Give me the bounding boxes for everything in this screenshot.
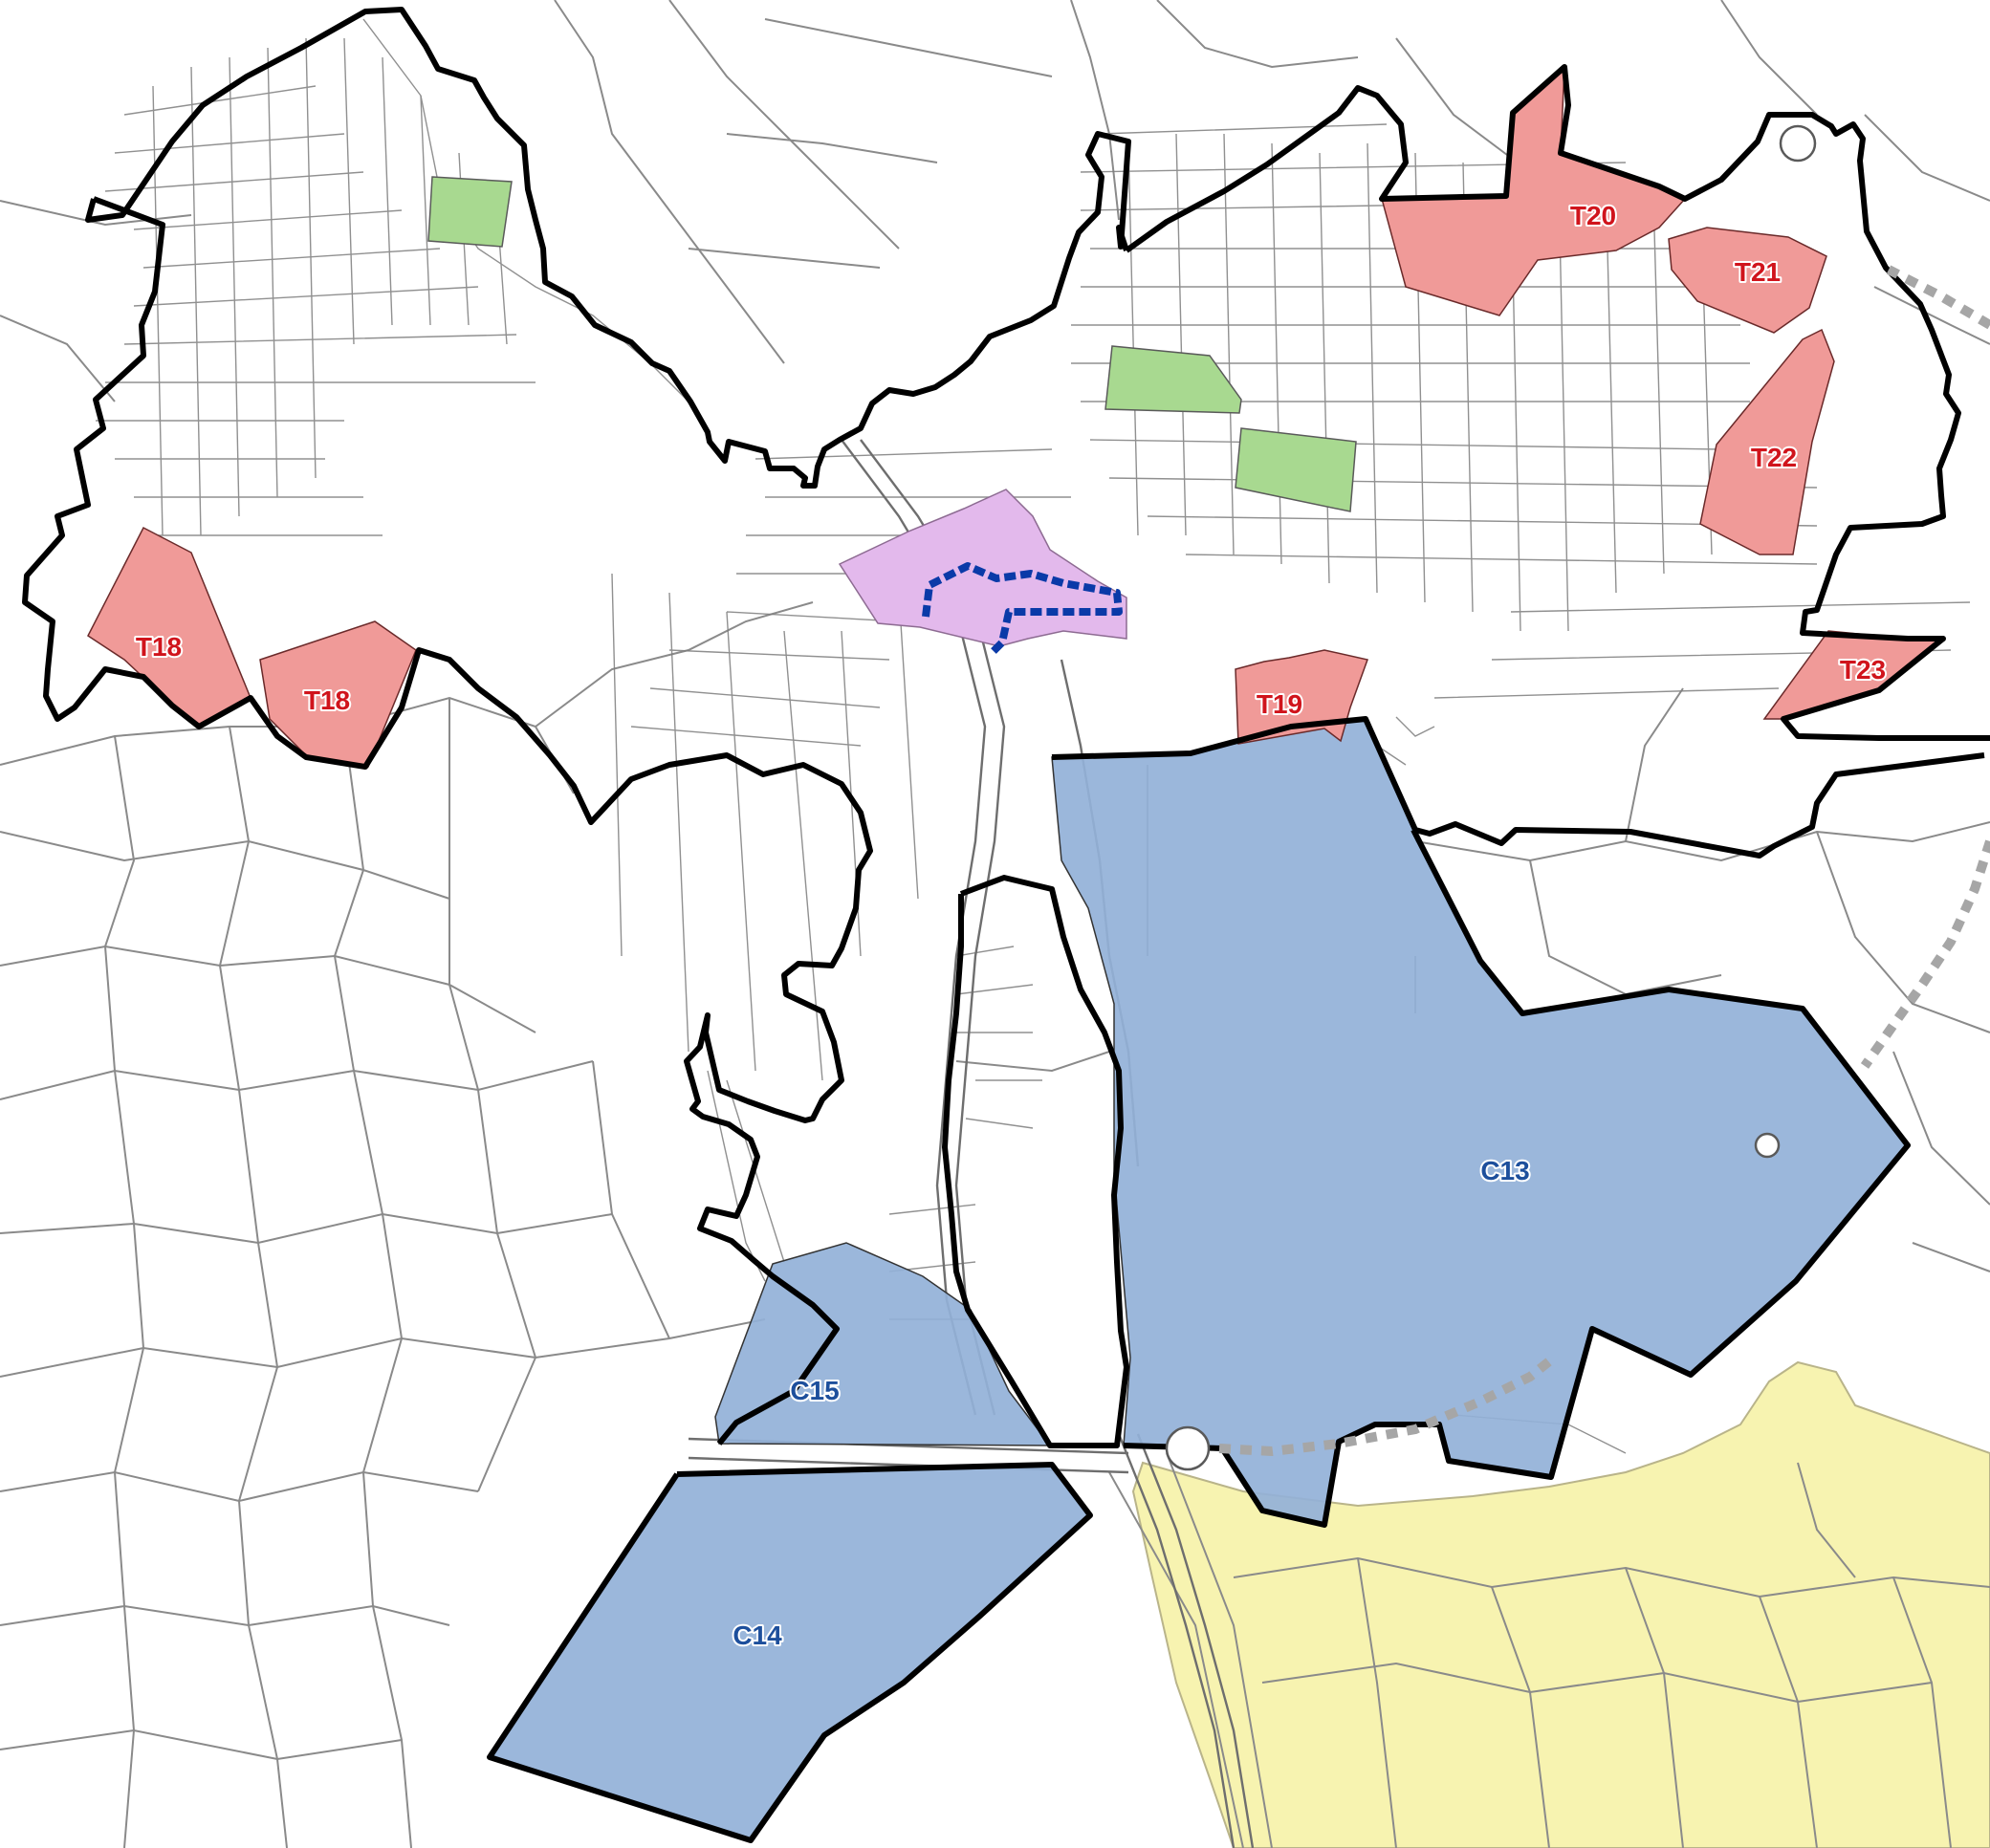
label-t22: T22 (1751, 443, 1797, 472)
boundary-c14 (487, 1462, 1093, 1843)
label-c14: C14 (733, 1620, 782, 1650)
open-space-central (1235, 427, 1357, 512)
boundary-west (85, 7, 1131, 489)
site-area-t18a (87, 526, 251, 728)
label-t18a: T18 (136, 632, 182, 662)
site-area-t21 (1668, 227, 1827, 334)
label-t23: T23 (1840, 655, 1886, 685)
boundary-east (1125, 64, 1990, 741)
label-t20: T20 (1570, 201, 1616, 230)
site-area-t22 (1699, 328, 1835, 555)
primary-frontage-line (922, 562, 1123, 655)
housing-site-areas (87, 65, 1946, 768)
settlement-boundaries (22, 7, 1990, 1843)
open-spaces (427, 176, 1357, 512)
label-t19: T19 (1257, 689, 1302, 719)
boundary-east-south (1051, 716, 1985, 859)
label-t21: T21 (1735, 257, 1781, 287)
open-space-north-central (1104, 345, 1242, 414)
open-space-north-west (427, 176, 513, 248)
site-area-t20 (1381, 65, 1687, 316)
countryside-area (1131, 1360, 1990, 1848)
label-c15: C15 (790, 1376, 839, 1405)
boundary-c13 (1123, 828, 1911, 1528)
roundabouts (1165, 124, 1817, 1471)
label-c13: C13 (1480, 1156, 1529, 1185)
site-labels: T18 T18 T19 T20 T21 T22 T23 C13 C14 C15 (134, 199, 1888, 1652)
town-centre-area (838, 489, 1127, 647)
boundary-south-west (22, 196, 873, 1446)
label-t18b: T18 (304, 685, 350, 715)
proposed-route-dotted (1218, 265, 1990, 1457)
boundary-central-spine (942, 875, 1129, 1448)
